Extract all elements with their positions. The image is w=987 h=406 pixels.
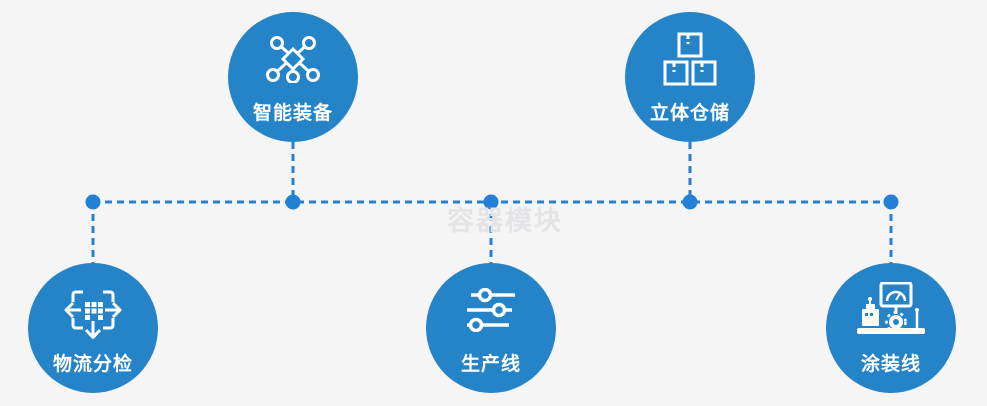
junction-dot-coating-line: [883, 194, 899, 210]
dispatch-arrows-icon: [62, 284, 124, 339]
node-label: 物流分检: [52, 354, 133, 375]
node-production-line: 生产线: [426, 263, 556, 393]
junction-dot-stereo-warehouse: [682, 194, 698, 210]
junction-dot-smart-equipment: [285, 194, 301, 210]
node-coating-line: 涂装线: [826, 263, 956, 393]
watermark-text: 容器模块: [447, 206, 563, 236]
control-station-icon: [854, 282, 928, 336]
junction-dot-production-line: [483, 194, 499, 210]
node-stereo-warehouse: 立体仓储: [625, 12, 755, 142]
stacked-boxes-icon: [662, 32, 718, 86]
network-nodes-icon: [264, 33, 322, 85]
sliders-icon: [464, 284, 518, 336]
node-label: 生产线: [460, 354, 521, 375]
node-label: 涂装线: [860, 354, 921, 375]
node-label: 智能装备: [252, 103, 333, 124]
junction-dot-logistics-sorting: [85, 194, 101, 210]
node-label: 立体仓储: [649, 103, 730, 124]
node-smart-equipment: 智能装备: [228, 12, 358, 142]
node-logistics-sorting: 物流分检: [28, 263, 158, 393]
